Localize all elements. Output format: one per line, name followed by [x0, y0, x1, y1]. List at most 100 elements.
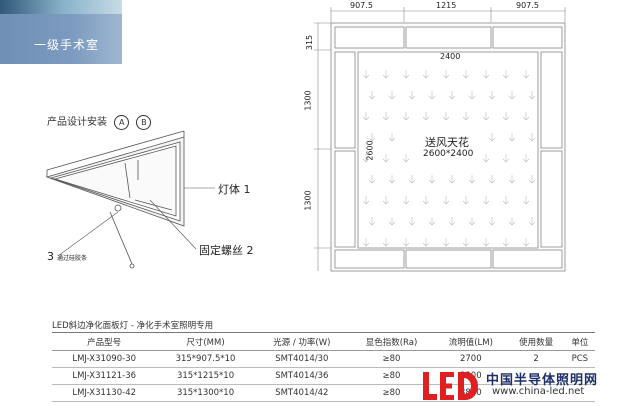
airflow-arrow-icon — [488, 91, 496, 100]
airflow-arrow-icon — [408, 175, 416, 184]
airflow-arrow-icon — [442, 196, 450, 205]
plan-center-title: 送风天花 — [425, 134, 469, 150]
airflow-arrow-icon — [402, 196, 410, 205]
col-header: 尺寸(MM) — [156, 332, 255, 351]
install-label: 产品设计安装 A B — [47, 113, 152, 130]
dim-inner-width: 2400 — [440, 52, 461, 61]
airflow-arrow-icon — [422, 70, 430, 79]
airflow-arrow-icon — [428, 217, 436, 226]
callout-seal: 3 通过硅胶条 — [47, 250, 87, 263]
airflow-arrow-icon — [488, 175, 496, 184]
col-header: 流明值(LM) — [434, 332, 508, 351]
airflow-arrow-icon — [508, 175, 516, 184]
table-cell — [507, 367, 565, 385]
plan-panels — [330, 22, 566, 272]
airflow-arrow-icon — [468, 91, 476, 100]
airflow-arrow-icon — [482, 112, 490, 121]
table-cell: LMJ-X31090-30 — [52, 350, 157, 368]
table-cell: ≥80 — [348, 384, 435, 402]
airflow-arrow-icon — [462, 238, 470, 247]
table-cell: ≥80 — [348, 350, 435, 368]
airflow-arrow-icon — [402, 238, 410, 247]
table-cell: SMT4014/36 — [254, 367, 349, 385]
airflow-arrow-icon — [382, 196, 390, 205]
airflow-arrow-icon — [382, 112, 390, 121]
airflow-arrow-icon — [482, 70, 490, 79]
leader-screw — [149, 199, 197, 250]
section-banner: 一级手术室 — [0, 0, 122, 64]
callout-screw: 固定螺丝 2 — [199, 244, 254, 257]
airflow-arrow-icon — [508, 91, 516, 100]
airflow-arrow-icon — [522, 196, 530, 205]
table-cell: SMT4014/42 — [254, 384, 349, 402]
col-header: 单位 — [564, 332, 595, 351]
table-cell: 2 — [507, 350, 565, 368]
airflow-arrow-icon — [522, 154, 530, 163]
dim-inner-height: 2600 — [365, 140, 375, 161]
airflow-arrow-icon — [388, 91, 396, 100]
dim-left-middle: 1300 — [303, 90, 313, 111]
callout-seal-number: 3 — [47, 250, 54, 263]
col-header: 光源 / 功率(W) — [254, 332, 349, 351]
spec-table: 产品型号 尺寸(MM) 光源 / 功率(W) 显色指数(Ra) 流明值(LM) … — [52, 332, 595, 402]
airflow-arrow-icon — [488, 133, 496, 142]
airflow-arrow-icon — [428, 91, 436, 100]
airflow-arrow-icon — [362, 196, 370, 205]
airflow-arrow-icon — [368, 91, 376, 100]
airflow-arrow-icon — [402, 70, 410, 79]
airflow-arrow-icon — [528, 175, 536, 184]
airflow-arrow-icon — [382, 154, 390, 163]
callout-lamp: 灯体 1 — [218, 183, 251, 196]
table-row: LMJ-X31121-36 315*1215*10 SMT4014/36 ≥80… — [52, 367, 595, 385]
install-label-text: 产品设计安装 — [47, 117, 107, 128]
badge-a: A — [114, 115, 130, 130]
table-cell — [507, 384, 565, 402]
airflow-arrow-icon — [482, 154, 490, 163]
dim-left-bottom: 1300 — [303, 190, 313, 211]
airflow-arrow-icon — [508, 133, 516, 142]
col-header: 显色指数(Ra) — [348, 332, 435, 351]
airflow-arrow-icon — [502, 70, 510, 79]
airflow-arrow-icon — [448, 217, 456, 226]
airflow-arrow-icon — [388, 217, 396, 226]
table-cell: 315*1300*10 — [156, 384, 255, 402]
airflow-arrow-icon — [442, 70, 450, 79]
table-row: LMJ-X31130-42 315*1300*10 SMT4014/42 ≥80… — [52, 384, 595, 402]
airflow-arrow-icon — [442, 238, 450, 247]
dim-top-middle: 1215 — [436, 1, 457, 10]
airflow-arrow-icon — [528, 133, 536, 142]
airflow-arrow-icon — [448, 91, 456, 100]
airflow-arrow-icon — [422, 112, 430, 121]
watermark-name: 中国半导体照明网 — [486, 373, 599, 388]
airflow-arrow-icon — [508, 217, 516, 226]
airflow-arrow-icon — [528, 91, 536, 100]
table-cell: LMJ-X31121-36 — [52, 367, 157, 385]
table-cell — [564, 367, 595, 385]
col-header: 使用数量 — [507, 332, 565, 351]
lamp-section-drawing — [45, 130, 185, 269]
airflow-arrow-icon — [462, 112, 470, 121]
table-row: LMJ-X31090-30 315*907.5*10 SMT4014/30 ≥8… — [52, 350, 595, 368]
airflow-arrow-icon — [528, 217, 536, 226]
table-cell: 2700 — [434, 350, 508, 368]
dim-left-top: 315 — [305, 34, 315, 51]
table-cell: LMJ-X31130-42 — [52, 384, 157, 402]
airflow-arrow-icon — [422, 238, 430, 247]
leader-seal — [57, 211, 119, 257]
airflow-arrow-icon — [422, 196, 430, 205]
table-cell: ≥80 — [348, 367, 435, 385]
airflow-arrow-icon — [362, 112, 370, 121]
airflow-arrow-icon — [368, 217, 376, 226]
airflow-arrow-icon — [502, 196, 510, 205]
dim-top-left: 907.5 — [350, 1, 373, 10]
airflow-arrow-icon — [522, 238, 530, 247]
airflow-arrow-icon — [402, 112, 410, 121]
airflow-arrow-icon — [402, 154, 410, 163]
airflow-arrows — [362, 70, 536, 247]
col-header: 产品型号 — [52, 332, 157, 351]
airflow-arrow-icon — [482, 196, 490, 205]
table-cell: 315*1215*10 — [156, 367, 255, 385]
airflow-arrow-icon — [468, 175, 476, 184]
